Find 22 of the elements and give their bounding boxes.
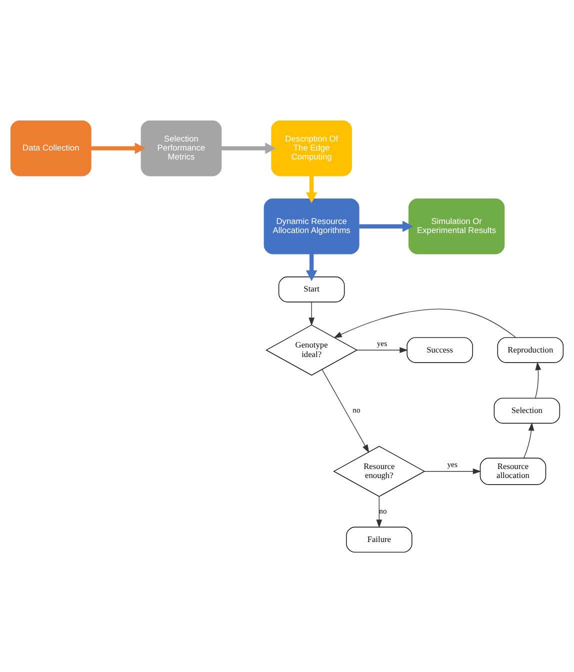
edge-label: yes — [447, 460, 458, 469]
arrow — [306, 176, 318, 203]
node-box: Dynamic Resource Allocation Algorithms — [264, 198, 360, 254]
node-box: Selection Performance Metrics — [140, 120, 222, 176]
arrow — [535, 361, 542, 398]
arrow — [424, 468, 482, 474]
node-box: Simulation Or Experimental Results — [408, 198, 505, 254]
edge-label: no — [379, 506, 387, 516]
edge-label: no — [352, 405, 360, 414]
arrow — [359, 220, 414, 232]
node-box: Data Collection — [10, 120, 92, 176]
edge-label: yes — [376, 338, 388, 348]
arrow — [523, 422, 534, 458]
arrow — [306, 253, 318, 281]
arrow — [376, 496, 382, 528]
node-box: Description Of The Edge Computing — [271, 120, 352, 176]
arrow — [356, 346, 408, 353]
arrow — [221, 142, 276, 154]
arrow — [308, 301, 314, 326]
arrow — [322, 368, 370, 452]
arrow — [91, 142, 146, 154]
arrow — [334, 308, 516, 338]
